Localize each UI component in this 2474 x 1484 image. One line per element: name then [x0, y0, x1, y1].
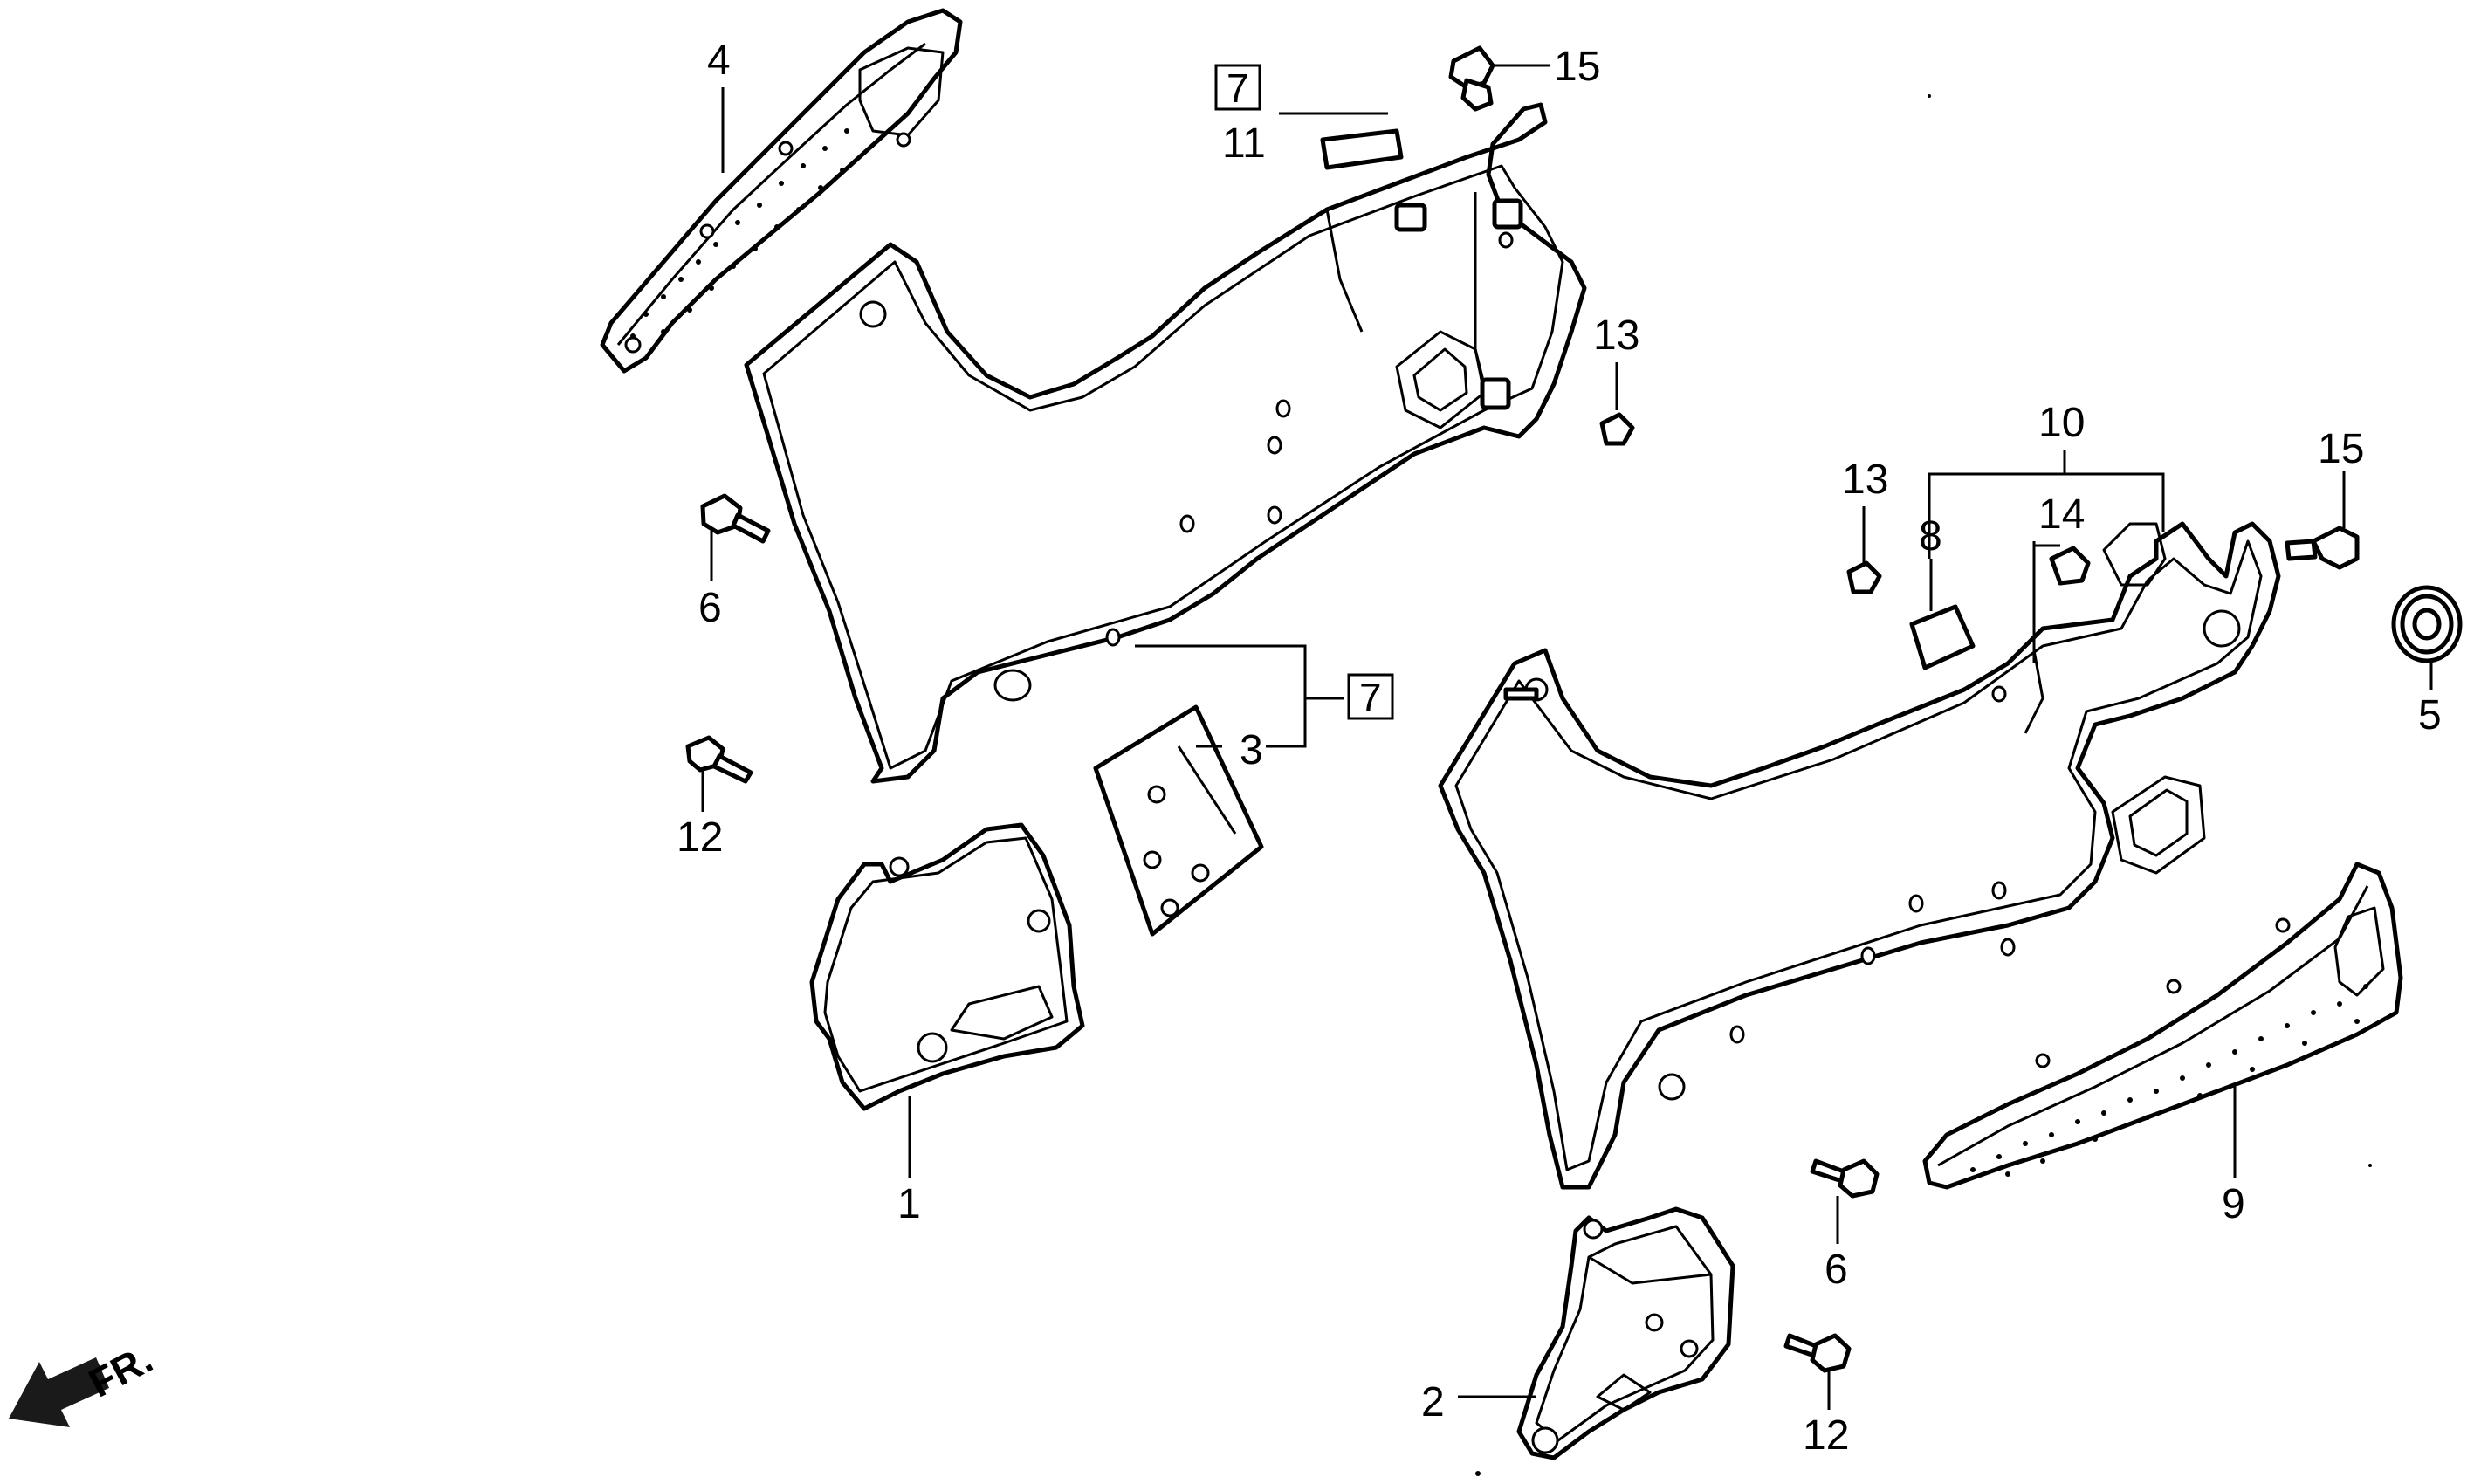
boxed-callout-7-top-frame [1214, 64, 1261, 111]
front-arrow-icon [9, 1357, 109, 1427]
part-5-grommet [2391, 585, 2463, 663]
callout-3: 3 [1240, 727, 1263, 773]
part-3-pad [1093, 704, 1264, 937]
callout-8: 8 [1919, 513, 1942, 560]
callout-10: 10 [2038, 400, 2085, 446]
part-14-clip [2049, 546, 2091, 586]
callout-4: 4 [707, 38, 731, 84]
right-quarter-trim-panel [1438, 521, 2281, 1190]
callout-labels: 4 15 11 13 10 13 8 14 15 5 6 12 3 1 9 6 … [677, 38, 2442, 1459]
left-quarter-trim-panel [744, 102, 1587, 784]
callout-14: 14 [2038, 491, 2085, 538]
callout-1: 1 [897, 1181, 921, 1227]
part-1-lower-trim [809, 822, 1085, 1111]
part-4-pillar-trim [600, 8, 963, 374]
callout-9: 9 [2222, 1181, 2245, 1227]
callout-7-mid: 7 [1359, 675, 1382, 720]
part-8-pad [1909, 604, 1976, 670]
leader-lines [701, 64, 2433, 1410]
part-15-clip-top [1448, 45, 1495, 112]
part-6-screw-left [700, 493, 771, 544]
part-9-pillar-trim [1922, 862, 2403, 1190]
callout-12-right: 12 [1803, 1412, 1849, 1459]
scan-specks [1475, 94, 2372, 1476]
front-direction-indicator: FR. [9, 1336, 160, 1427]
callout-6-right: 6 [1825, 1247, 1848, 1293]
callout-11: 11 [1222, 120, 1266, 167]
callout-5: 5 [2418, 692, 2442, 739]
part-6-screw-right [1810, 1158, 1880, 1199]
part-13-nut-left [1599, 412, 1635, 446]
part-12-screw-left [685, 735, 753, 784]
callout-12-left: 12 [677, 814, 723, 861]
boxed-callout-7-mid-frame [1347, 673, 1394, 720]
callout-15-right: 15 [2318, 426, 2364, 472]
part-11-label-plate [1320, 128, 1404, 170]
callout-15-top: 15 [1554, 44, 1600, 90]
callout-6-left: 6 [698, 585, 722, 631]
callout-2: 2 [1421, 1379, 1445, 1426]
callout-7-top: 7 [1227, 65, 1249, 111]
part-2-lower-trim [1516, 1206, 1735, 1460]
part-13-nut-right [1846, 560, 1882, 594]
callout-13-right: 13 [1842, 457, 1888, 503]
part-12-screw-right [1783, 1333, 1852, 1373]
callout-13-left: 13 [1593, 313, 1639, 359]
part-15-clip-right [2285, 526, 2360, 570]
front-label: FR. [81, 1336, 160, 1406]
